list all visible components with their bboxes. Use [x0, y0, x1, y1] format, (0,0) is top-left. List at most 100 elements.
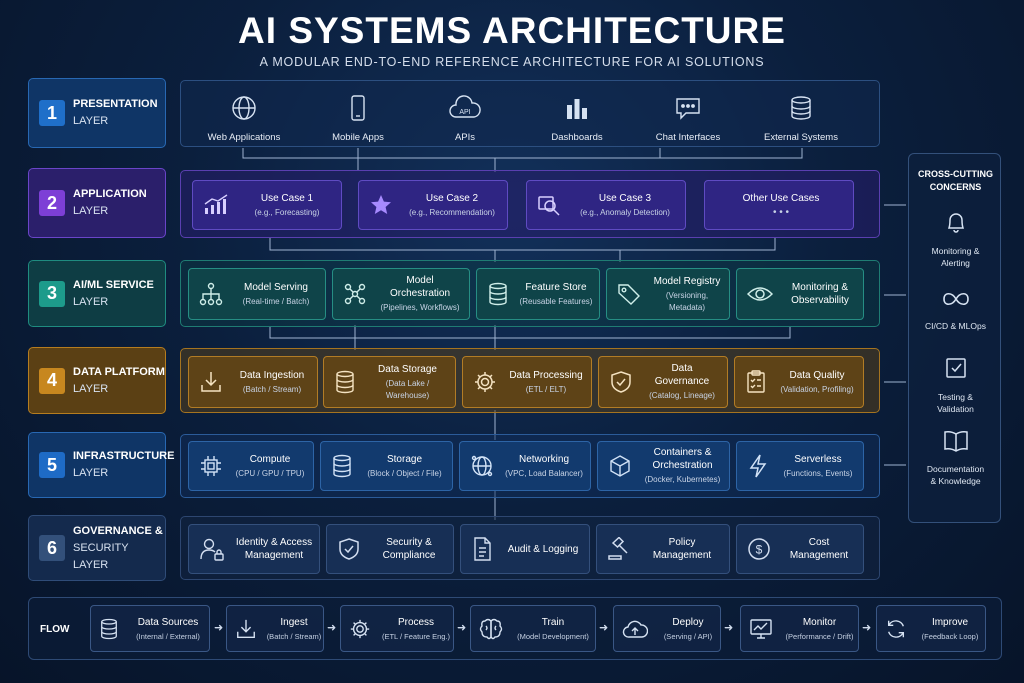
card-title: Use Case 3: [598, 192, 652, 204]
svg-text:$: $: [756, 543, 763, 557]
flow-step-process[interactable]: Process(ETL / Feature Eng.): [340, 605, 454, 652]
audit-logging-card[interactable]: Audit & Logging: [460, 524, 590, 574]
layer-name: PRESENTATION: [73, 98, 158, 110]
database-icon: [101, 618, 117, 639]
flow-step-subtitle: (Serving / API): [663, 631, 713, 641]
storage-card[interactable]: Storage(Block / Object / File): [320, 441, 453, 491]
card-title: Data Quality: [789, 369, 845, 381]
monitoring-observability-card[interactable]: Monitoring &Observability: [736, 268, 864, 320]
mobile-icon: [351, 95, 365, 121]
trend-chart-icon: [204, 194, 228, 214]
usecase-2-card[interactable]: Use Case 2(e.g., Recommendation): [358, 180, 508, 230]
presentation-item-external[interactable]: External Systems: [741, 95, 861, 143]
card-subtitle: (Reusable Features): [519, 296, 593, 306]
presentation-item-dashboards[interactable]: Dashboards: [517, 95, 637, 143]
card-title: Security &: [386, 537, 432, 548]
cc-monitoring-alerting[interactable]: Monitoring &Alerting: [909, 210, 1002, 269]
presentation-label: Chat Interfaces: [655, 132, 721, 143]
card-subtitle: (Catalog, Lineage): [649, 391, 715, 400]
feature-store-card[interactable]: Feature Store (Reusable Features): [476, 268, 600, 320]
serverless-card[interactable]: Serverless(Functions, Events): [736, 441, 864, 491]
card-title: Monitoring &: [791, 282, 849, 293]
data-processing-card[interactable]: Data Processing(ETL / ELT): [462, 356, 592, 408]
cost-management-card[interactable]: $ Cost Management: [736, 524, 864, 574]
gear-icon: [475, 372, 495, 392]
card-title: Model Registry: [653, 275, 721, 287]
policy-management-card[interactable]: Policy Management: [596, 524, 730, 574]
data-ingestion-card[interactable]: Data Ingestion(Batch / Stream): [188, 356, 318, 408]
card-title: Serverless: [794, 453, 842, 465]
presentation-item-apis[interactable]: API APIs: [405, 95, 525, 143]
flow-step-data-sources[interactable]: Data Sources(Internal / External): [90, 605, 210, 652]
model-orchestration-card[interactable]: Model Orchestration(Pipelines, Workflows…: [332, 268, 470, 320]
cc-testing-validation[interactable]: Testing &Validation: [909, 356, 1002, 415]
card-subtitle: (Versioning, Metadata): [665, 290, 709, 312]
card-title: Identity & Access: [235, 537, 313, 548]
hierarchy-icon: [199, 282, 223, 306]
flow-step-title: Data Sources: [137, 616, 199, 628]
svg-text:API: API: [459, 109, 470, 116]
usecase-other-card[interactable]: Other Use Cases• • •: [704, 180, 854, 230]
card-title: Cost Management: [789, 537, 849, 561]
card-subtitle: (CPU / GPU / TPU): [235, 468, 305, 478]
flow-step-title: Ingest: [280, 616, 308, 628]
flow-label: FLOW: [40, 624, 70, 635]
data-storage-card[interactable]: Data Storage(Data Lake / Warehouse): [323, 356, 456, 408]
flow-step-ingest[interactable]: Ingest(Batch / Stream): [226, 605, 324, 652]
networking-card[interactable]: Networking(VPC, Load Balancer): [459, 441, 591, 491]
database-icon: [333, 454, 351, 478]
layer-suffix: LAYER: [73, 467, 109, 479]
security-compliance-card[interactable]: Security &Compliance: [326, 524, 454, 574]
usecase-3-card[interactable]: Use Case 3(e.g., Anomaly Detection): [526, 180, 686, 230]
flow-arrow-icon: ➜: [457, 622, 467, 634]
card-subtitle: (VPC, Load Balancer): [505, 468, 583, 478]
model-registry-card[interactable]: Model Registry (Versioning, Metadata): [606, 268, 730, 320]
card-title-line2: Management: [244, 550, 304, 561]
database-icon: [791, 96, 811, 120]
cc-label: Monitoring &: [931, 246, 980, 256]
presentation-item-web[interactable]: Web Applications: [184, 95, 304, 143]
data-quality-card[interactable]: Data Quality(Validation, Profiling): [734, 356, 864, 408]
cc-cicd-mlops[interactable]: CI/CD & MLOps: [909, 289, 1002, 332]
magnifier-icon: [538, 196, 560, 216]
flow-step-improve[interactable]: Improve(Feedback Loop): [876, 605, 986, 652]
cc-label-line2: Validation: [937, 404, 974, 414]
layer-name: INFRASTRUCTURE: [73, 450, 175, 462]
presentation-label: Web Applications: [207, 132, 281, 143]
flow-step-train[interactable]: Train(Model Development): [470, 605, 596, 652]
network-icon: [344, 283, 366, 305]
tag-icon: [618, 284, 640, 305]
flow-step-title: Improve: [931, 616, 969, 628]
gavel-icon: [608, 537, 628, 560]
document-icon: [474, 537, 491, 561]
flow-step-monitor[interactable]: Monitor(Performance / Drift): [740, 605, 859, 652]
presentation-item-chat[interactable]: Chat Interfaces: [628, 95, 748, 143]
layer-tab-governance[interactable]: 6 GOVERNANCE &SECURITY LAYER: [28, 515, 166, 581]
flow-step-deploy[interactable]: Deploy(Serving / API): [613, 605, 721, 652]
flow-arrow-icon: ➜: [724, 622, 734, 634]
usecase-1-card[interactable]: Use Case 1(e.g., Forecasting): [192, 180, 342, 230]
card-title: Other Use Cases: [742, 192, 820, 204]
flow-arrow-icon: ➜: [862, 622, 872, 634]
cc-documentation[interactable]: Documentation& Knowledge: [909, 430, 1002, 487]
containers-card[interactable]: Containers &Orchestration(Docker, Kubern…: [597, 441, 730, 491]
model-serving-card[interactable]: Model Serving(Real-time / Batch): [188, 268, 326, 320]
card-subtitle: (Data Lake / Warehouse): [385, 378, 430, 400]
monitor-chart-icon: [750, 618, 772, 639]
download-icon: [201, 372, 221, 392]
card-title: Feature Store: [525, 281, 587, 293]
presentation-item-mobile[interactable]: Mobile Apps: [298, 95, 418, 143]
layer-suffix: SECURITY LAYER: [73, 541, 129, 571]
compute-card[interactable]: Compute(CPU / GPU / TPU): [188, 441, 314, 491]
data-governance-card[interactable]: Data Governance(Catalog, Lineage): [598, 356, 728, 408]
flow-step-title: Process: [397, 616, 435, 628]
cc-label: Documentation: [926, 464, 985, 474]
page-subtitle: A MODULAR END-TO-END REFERENCE ARCHITECT…: [259, 55, 765, 69]
